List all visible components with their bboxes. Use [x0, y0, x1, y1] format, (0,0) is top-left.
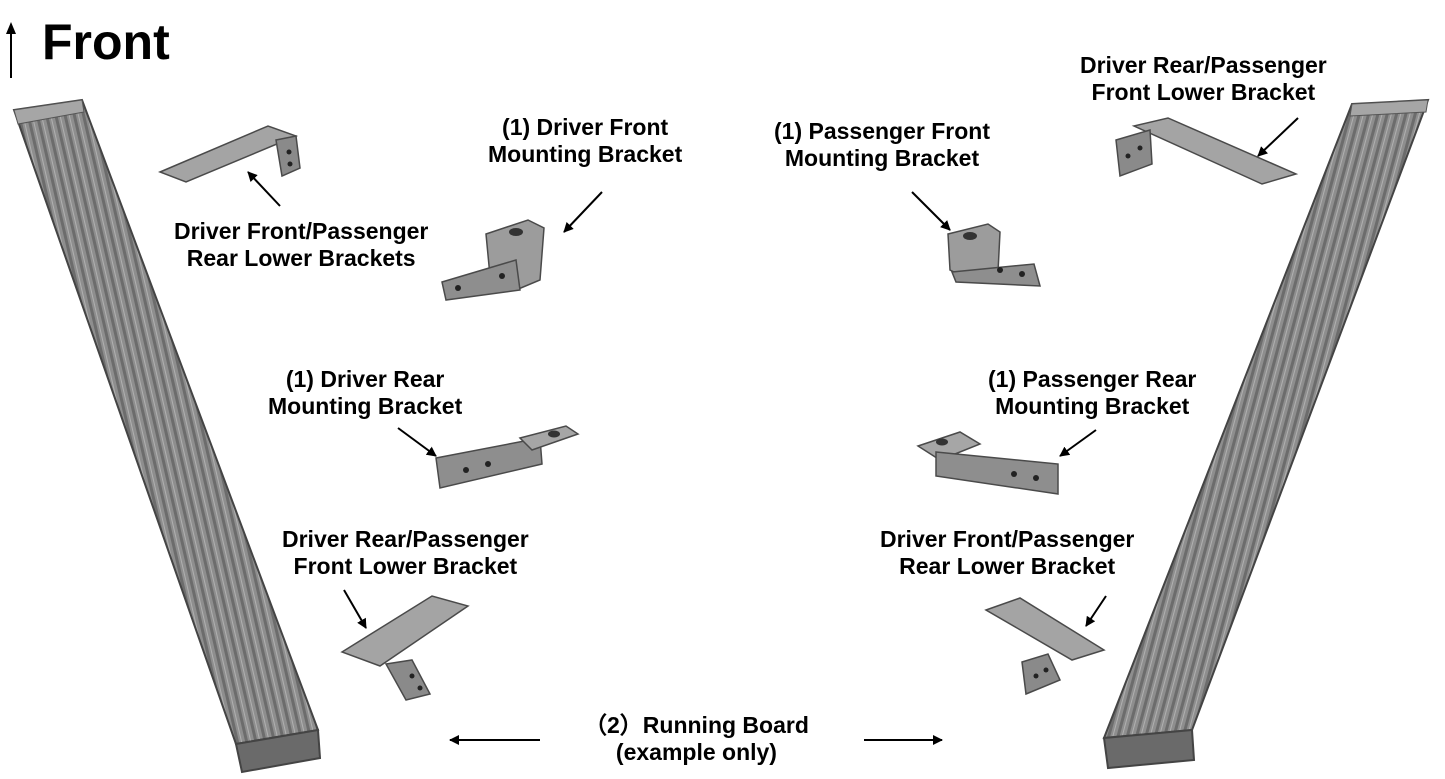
label-driver-rear-mount: (1) Driver Rear Mounting Bracket [268, 366, 463, 419]
running-board-right [1102, 98, 1430, 770]
callout-arrows [247, 117, 1299, 745]
bracket-bottom-left-lower [340, 595, 470, 701]
bracket-passenger-front-mount [947, 223, 1041, 287]
bracket-driver-front-mount [441, 219, 545, 301]
bracket-passenger-rear-mount [916, 431, 1059, 495]
label-passenger-rear-mount: (1) Passenger Rear Mounting Bracket [988, 366, 1197, 419]
label-running-board: （2）Running Board (example only) [584, 712, 809, 765]
arrow-passenger-front-mount [911, 191, 951, 231]
arrow-bottom-left-lower [343, 589, 367, 629]
arrow-passenger-rear-mount [1059, 429, 1097, 457]
arrow-driver-front-mount [563, 191, 603, 233]
bracket-driver-rear-mount [435, 425, 580, 489]
arrow-top-right-lower [1257, 117, 1299, 157]
front-arrow [6, 22, 16, 78]
running-board-left [12, 98, 322, 774]
front-title: Front [42, 14, 170, 70]
label-bottom-right-lower: Driver Front/Passenger Rear Lower Bracke… [880, 526, 1135, 579]
label-passenger-front-mount: (1) Passenger Front Mounting Bracket [774, 118, 990, 171]
arrow-top-left-lower [247, 171, 281, 207]
label-driver-front-mount: (1) Driver Front Mounting Bracket [488, 114, 683, 167]
bracket-bottom-right-lower [984, 597, 1106, 696]
bracket-top-left-lower [158, 125, 301, 183]
label-bottom-left-lower: Driver Rear/Passenger Front Lower Bracke… [282, 526, 529, 579]
arrow-bottom-right-lower [1085, 595, 1107, 627]
arrow-driver-rear-mount [397, 427, 437, 457]
label-top-left-lower: Driver Front/Passenger Rear Lower Bracke… [174, 218, 429, 271]
bracket-top-right-lower [1115, 117, 1299, 185]
label-top-right-lower: Driver Rear/Passenger Front Lower Bracke… [1080, 52, 1327, 105]
